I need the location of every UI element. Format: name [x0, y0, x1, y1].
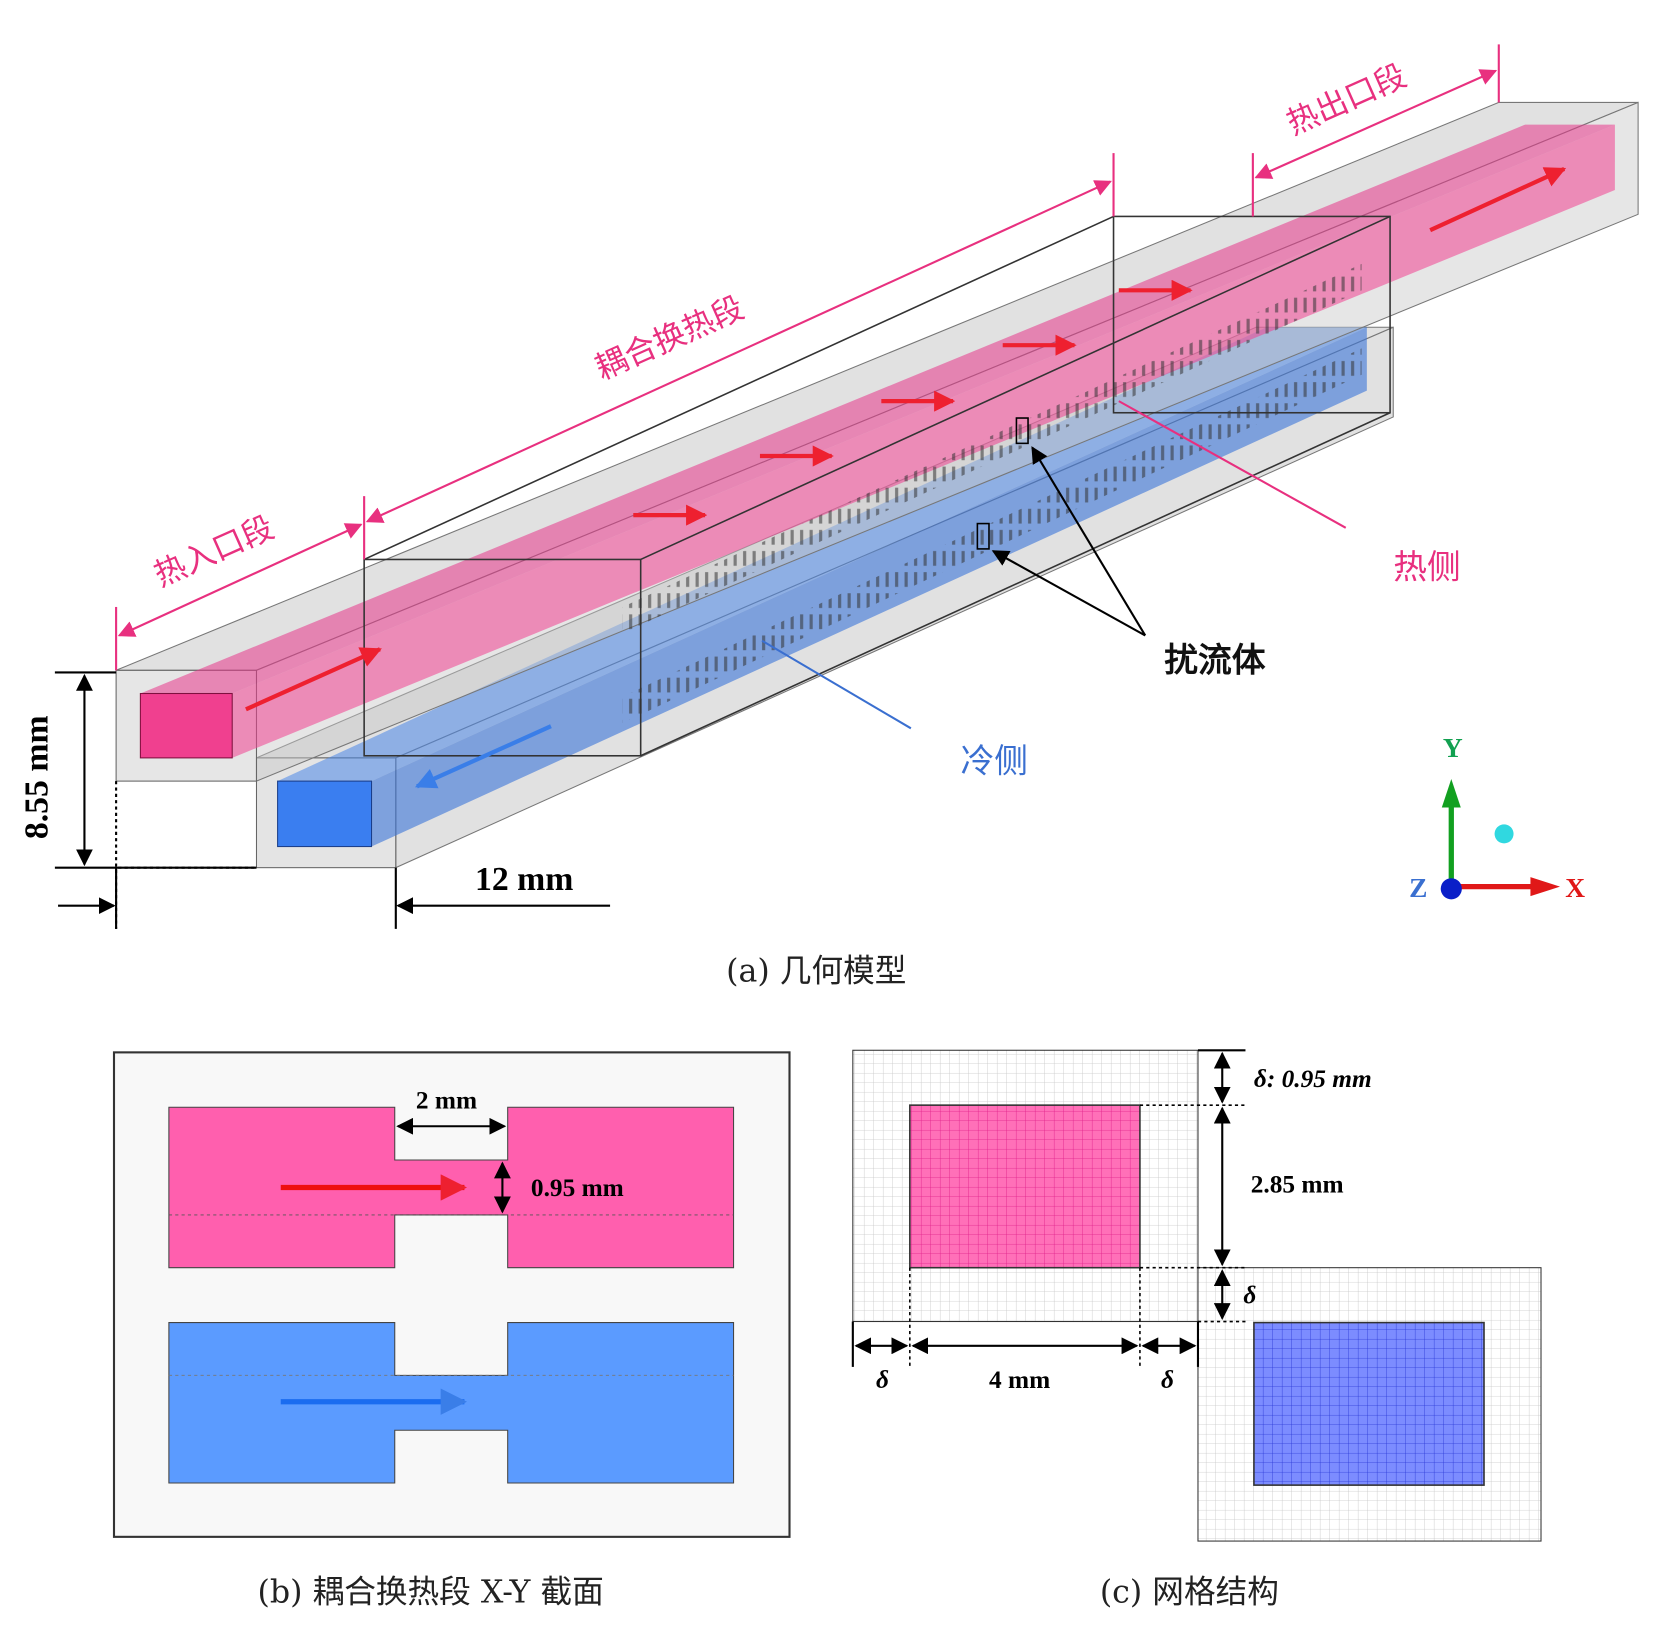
label-width-4mm: 4 mm: [989, 1366, 1050, 1394]
section-dimension-lines: [115, 44, 1500, 671]
overall-dimension-lines: [54, 671, 611, 929]
axis-label-z: Z: [1409, 873, 1427, 903]
label-coupled-section: 耦合换热段: [590, 290, 749, 387]
turbulator-marker-2: [976, 522, 990, 550]
axis-label-y: Y: [1443, 733, 1463, 763]
label-hot-side: 热侧: [1393, 547, 1461, 586]
label-height-855: 8.55 mm: [18, 715, 55, 839]
label-delta-095: δ: 0.95 mm: [1254, 1065, 1372, 1093]
hot-mesh-channel: [909, 1104, 1141, 1269]
caption-a: (a) 几何模型: [726, 954, 906, 990]
y-axis-arrow-icon: [1441, 779, 1461, 808]
hot-side-leader: [1118, 400, 1347, 529]
hot-channel-inlet: [139, 692, 233, 759]
label-cold-side: 冷侧: [960, 742, 1028, 781]
isometric-view-dot-icon: [1494, 824, 1514, 844]
cold-mesh-channel: [1253, 1321, 1485, 1486]
label-delta-right: δ: [1161, 1366, 1174, 1394]
caption-b: (b) 耦合换热段 X-Y 截面: [258, 1574, 604, 1610]
hot-channel-side: [232, 124, 1615, 758]
z-axis-dot-icon: [1440, 878, 1462, 900]
axis-triad: Y X Z: [1409, 733, 1585, 903]
geometry-model-3d: 热入口段 耦合换热段 热出口段 热侧 冷侧 扰流体 8.55 mm 12 mm: [18, 44, 1639, 990]
label-gap-2mm: 2 mm: [416, 1086, 477, 1114]
cross-section-xy: 2 mm 0.95 mm (b) 耦合换热段 X-Y 截面: [112, 1051, 791, 1610]
cold-channel-inlet: [277, 780, 373, 848]
caption-c: (c) 网格结构: [1100, 1574, 1279, 1610]
label-width-12: 12 mm: [475, 861, 573, 898]
label-hot-inlet: 热入口段: [149, 510, 279, 594]
mesh-structure: δ: 0.95 mm 2.85 mm δ δ 4 mm δ (c) 网格结构: [851, 1049, 1542, 1610]
label-depth-095: 0.95 mm: [531, 1174, 624, 1202]
turbulator-leader-1: [1031, 446, 1147, 637]
cold-side-leader: [761, 639, 912, 730]
label-delta-gap: δ: [1243, 1282, 1256, 1310]
axis-label-x: X: [1565, 873, 1585, 903]
x-axis-arrow-icon: [1530, 877, 1561, 897]
turbulator-leader-2: [991, 550, 1146, 637]
turbulator-marker-1: [1015, 417, 1029, 445]
mesh-dimension-lines: [851, 1049, 1246, 1367]
label-delta-left: δ: [876, 1366, 889, 1394]
label-hot-outlet: 热出口段: [1282, 58, 1412, 142]
cold-turbulators: [622, 348, 1362, 724]
label-height-285: 2.85 mm: [1251, 1171, 1344, 1199]
label-turbulator: 扰流体: [1164, 639, 1266, 679]
cold-flow-arrow: [414, 724, 552, 789]
